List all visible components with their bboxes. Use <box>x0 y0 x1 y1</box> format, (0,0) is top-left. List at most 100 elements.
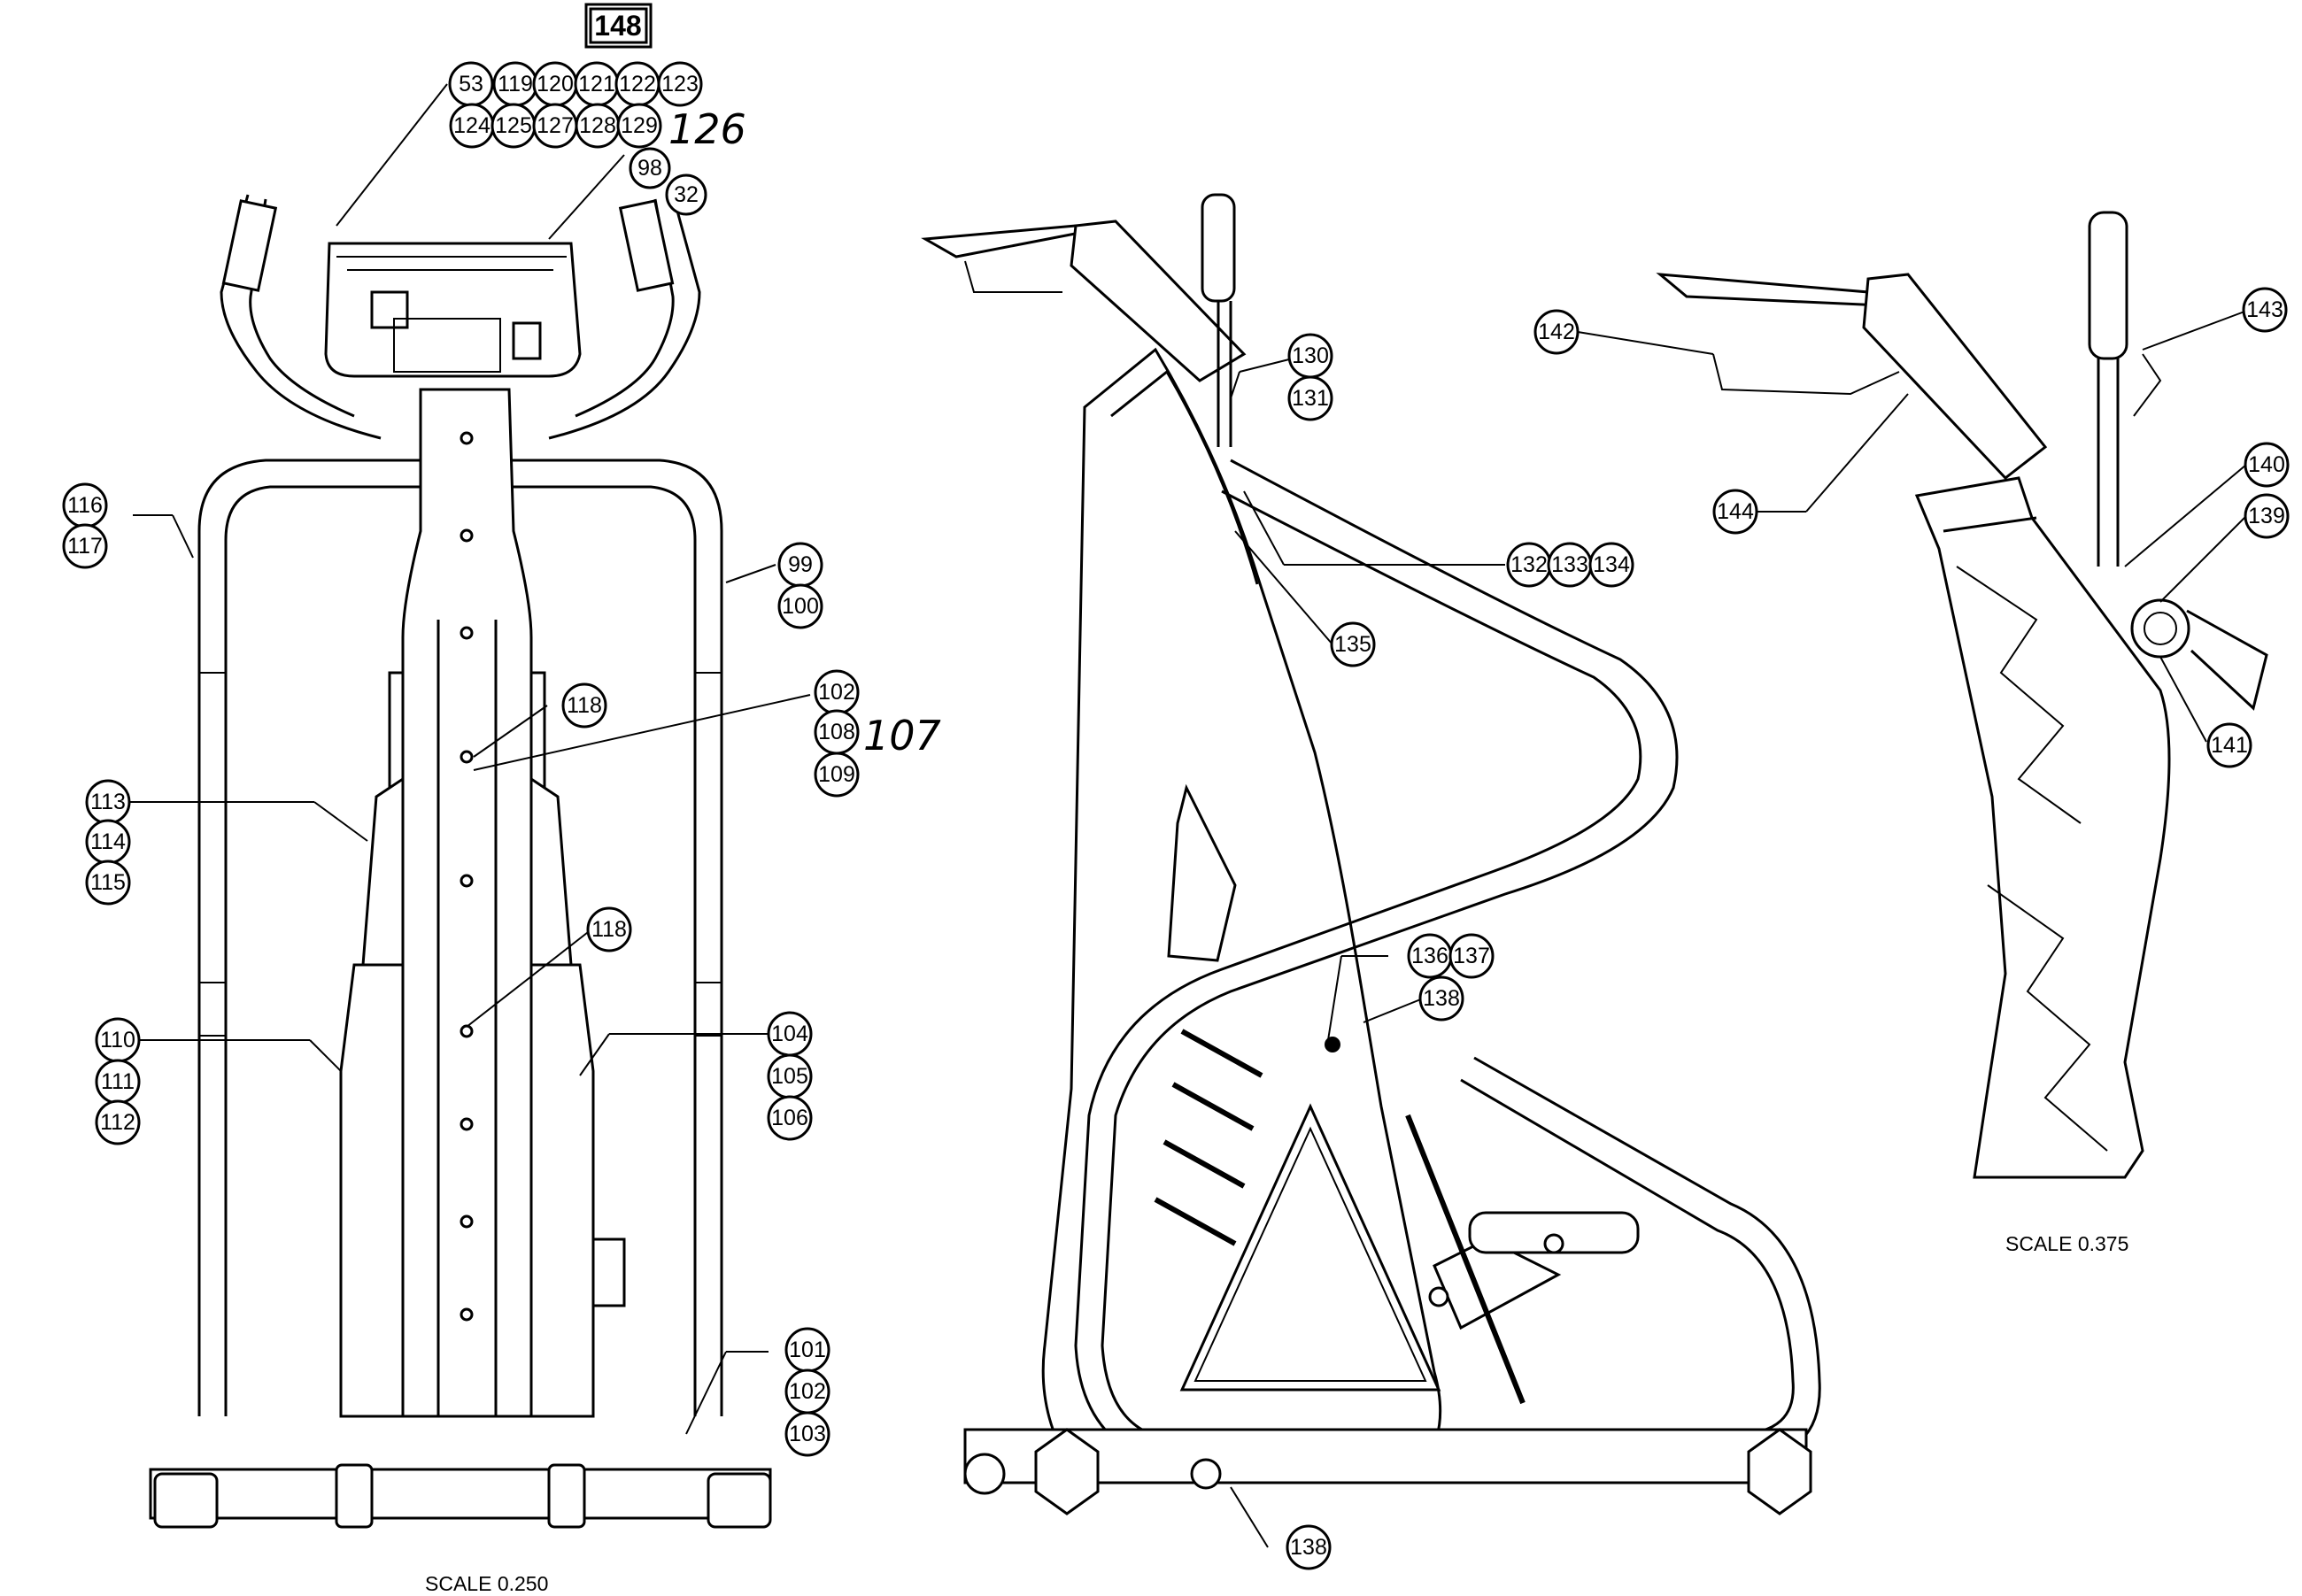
callout-32: 32 <box>665 173 707 216</box>
callout-130: 130 <box>1287 333 1333 379</box>
callout-115: 115 <box>85 860 131 906</box>
callout-98: 98 <box>629 147 671 189</box>
svg-text:139: 139 <box>2248 504 2285 528</box>
callout-125: 125 <box>491 103 537 149</box>
callout-144: 144 <box>1712 489 1758 535</box>
svg-text:136: 136 <box>1411 944 1448 968</box>
side-slots <box>1154 1029 1263 1246</box>
part-box-148: 148 <box>584 3 653 49</box>
side-view <box>921 193 1821 1515</box>
svg-text:113: 113 <box>90 790 126 814</box>
svg-text:108: 108 <box>818 720 855 744</box>
scale-front-label: SCALE 0.250 <box>425 1572 548 1595</box>
callout-105: 105 <box>767 1053 813 1099</box>
callout-131: 131 <box>1287 375 1333 421</box>
svg-text:118: 118 <box>567 693 602 718</box>
callout-104: 104 <box>767 1011 813 1057</box>
detail-view <box>1656 211 2268 1179</box>
callout-134: 134 <box>1588 542 1634 588</box>
callout-120: 120 <box>532 61 578 107</box>
svg-text:102: 102 <box>789 1379 826 1404</box>
svg-text:142: 142 <box>1538 320 1575 344</box>
svg-text:112: 112 <box>100 1110 135 1135</box>
svg-text:101: 101 <box>789 1338 826 1362</box>
scale-detail-label: SCALE 0.375 <box>2005 1232 2128 1255</box>
callout-102a: 102 <box>814 669 860 715</box>
svg-text:53: 53 <box>459 72 483 96</box>
callout-109: 109 <box>814 752 860 798</box>
svg-text:119: 119 <box>498 72 533 96</box>
svg-text:118: 118 <box>591 917 627 942</box>
svg-text:106: 106 <box>771 1106 808 1130</box>
callout-137: 137 <box>1448 933 1495 979</box>
svg-text:124: 124 <box>453 113 491 138</box>
svg-text:132: 132 <box>1510 552 1548 577</box>
callout-128: 128 <box>575 103 621 149</box>
svg-text:120: 120 <box>537 72 574 96</box>
callout-143: 143 <box>2242 287 2288 333</box>
callout-53: 53 <box>448 61 494 107</box>
svg-text:116: 116 <box>67 493 103 518</box>
callout-99: 99 <box>777 542 823 588</box>
svg-text:138: 138 <box>1290 1535 1327 1560</box>
column-bolts <box>460 431 474 1322</box>
callout-139: 139 <box>2244 493 2290 539</box>
svg-text:141: 141 <box>2211 733 2248 758</box>
svg-text:140: 140 <box>2248 452 2285 477</box>
svg-text:115: 115 <box>90 870 126 895</box>
callout-116: 116 <box>62 482 108 528</box>
front-view <box>149 194 772 1529</box>
handwritten-126: 126 <box>668 105 746 153</box>
svg-text:103: 103 <box>789 1422 826 1446</box>
svg-text:128: 128 <box>579 113 616 138</box>
svg-text:143: 143 <box>2246 297 2283 322</box>
callout-102b: 102 <box>784 1369 830 1415</box>
svg-text:100: 100 <box>782 594 819 619</box>
svg-text:32: 32 <box>674 182 699 207</box>
callout-111: 111 <box>95 1059 141 1105</box>
svg-text:123: 123 <box>661 72 699 96</box>
svg-text:99: 99 <box>788 552 813 577</box>
callout-117: 117 <box>62 523 108 569</box>
svg-text:102: 102 <box>818 680 855 705</box>
svg-text:135: 135 <box>1334 632 1371 657</box>
callout-122: 122 <box>614 61 660 107</box>
callout-114: 114 <box>85 819 131 865</box>
svg-text:138: 138 <box>1423 986 1460 1011</box>
callout-129: 129 <box>616 103 662 149</box>
callout-113: 113 <box>85 779 131 825</box>
callout-124: 124 <box>449 103 495 149</box>
svg-text:129: 129 <box>621 113 658 138</box>
callout-119: 119 <box>492 61 538 107</box>
callout-103: 103 <box>784 1411 830 1457</box>
svg-text:114: 114 <box>90 829 126 854</box>
svg-text:98: 98 <box>637 156 662 181</box>
callout-136: 136 <box>1407 933 1453 979</box>
callout-138a: 138 <box>1418 975 1464 1022</box>
callouts: 53 119 120 121 122 123 124 125 127 128 1… <box>62 61 2290 1570</box>
handwritten-107: 107 <box>863 712 941 759</box>
svg-text:121: 121 <box>578 72 615 96</box>
callout-106: 106 <box>767 1095 813 1141</box>
callout-142: 142 <box>1533 309 1580 355</box>
svg-text:133: 133 <box>1551 552 1588 577</box>
callout-127: 127 <box>532 103 578 149</box>
callout-138b: 138 <box>1286 1524 1332 1570</box>
svg-text:137: 137 <box>1453 944 1490 968</box>
svg-text:110: 110 <box>100 1028 135 1052</box>
svg-text:104: 104 <box>771 1022 808 1046</box>
svg-text:122: 122 <box>619 72 656 96</box>
callout-118a: 118 <box>561 682 607 729</box>
callout-135: 135 <box>1330 621 1376 667</box>
callout-118b: 118 <box>586 906 632 952</box>
callout-123: 123 <box>657 61 703 107</box>
svg-text:131: 131 <box>1292 386 1329 411</box>
callout-133: 133 <box>1547 542 1593 588</box>
callout-112: 112 <box>95 1099 141 1145</box>
svg-text:144: 144 <box>1717 499 1754 524</box>
svg-text:127: 127 <box>537 113 574 138</box>
svg-text:111: 111 <box>101 1069 135 1094</box>
svg-text:109: 109 <box>818 762 855 787</box>
svg-text:105: 105 <box>771 1064 808 1089</box>
